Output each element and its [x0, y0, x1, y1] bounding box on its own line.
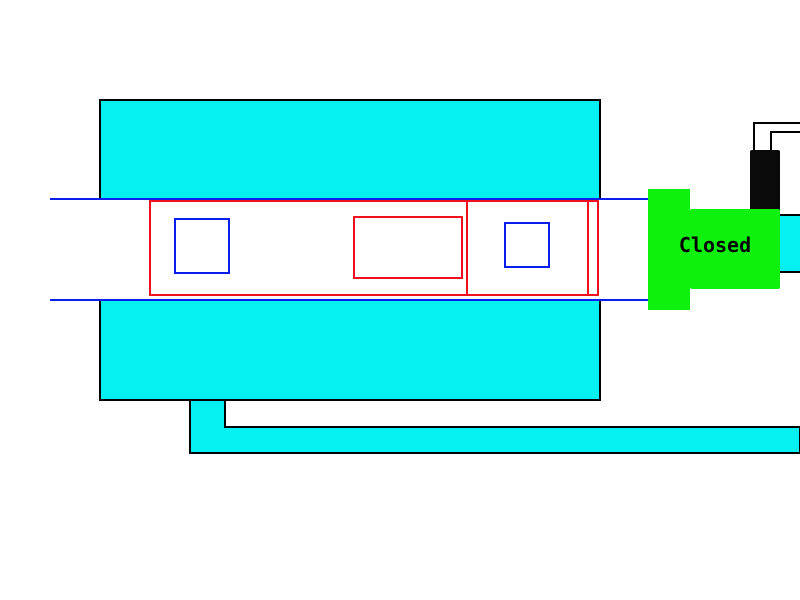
upper-housing-block: [99, 99, 601, 200]
actuator-wire-inner: [770, 131, 800, 150]
valve-body[interactable]: [690, 209, 780, 289]
item-box-right: [504, 222, 550, 268]
lower-housing-block: [99, 299, 601, 401]
carriage-frame: [149, 200, 599, 296]
carriage-compartment: [353, 216, 463, 279]
valve-flange[interactable]: [648, 189, 690, 310]
valve-status-label: Closed: [679, 233, 751, 257]
item-box-left: [174, 218, 230, 274]
outlet-pipe: [778, 214, 800, 273]
actuator-wire-outer: [753, 122, 800, 150]
actuator-solenoid: [750, 150, 780, 212]
return-pipe: [189, 399, 800, 454]
